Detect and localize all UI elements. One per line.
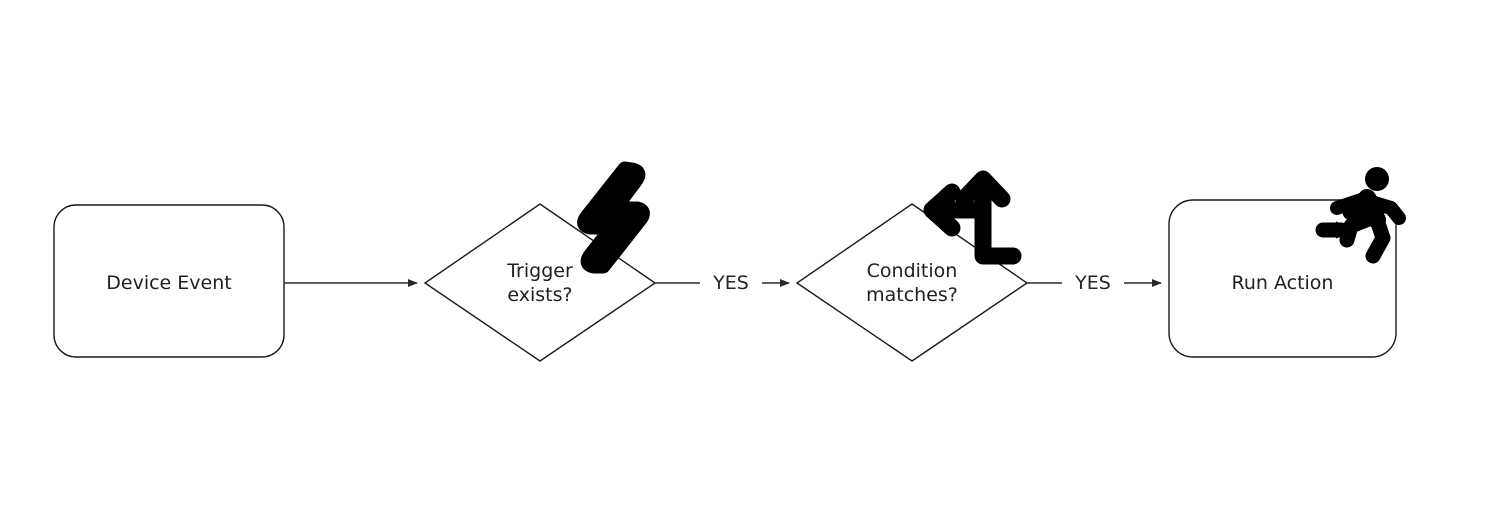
- node-condition-matches-shape[interactable]: [795, 203, 1029, 362]
- node-run-action-shape[interactable]: [1168, 199, 1397, 358]
- node-trigger-exists-shape[interactable]: [423, 203, 657, 362]
- edge-label-yes-condition: YES: [1075, 272, 1111, 294]
- edge-label-yes-trigger: YES: [713, 272, 749, 294]
- node-device-event-shape[interactable]: [53, 204, 285, 358]
